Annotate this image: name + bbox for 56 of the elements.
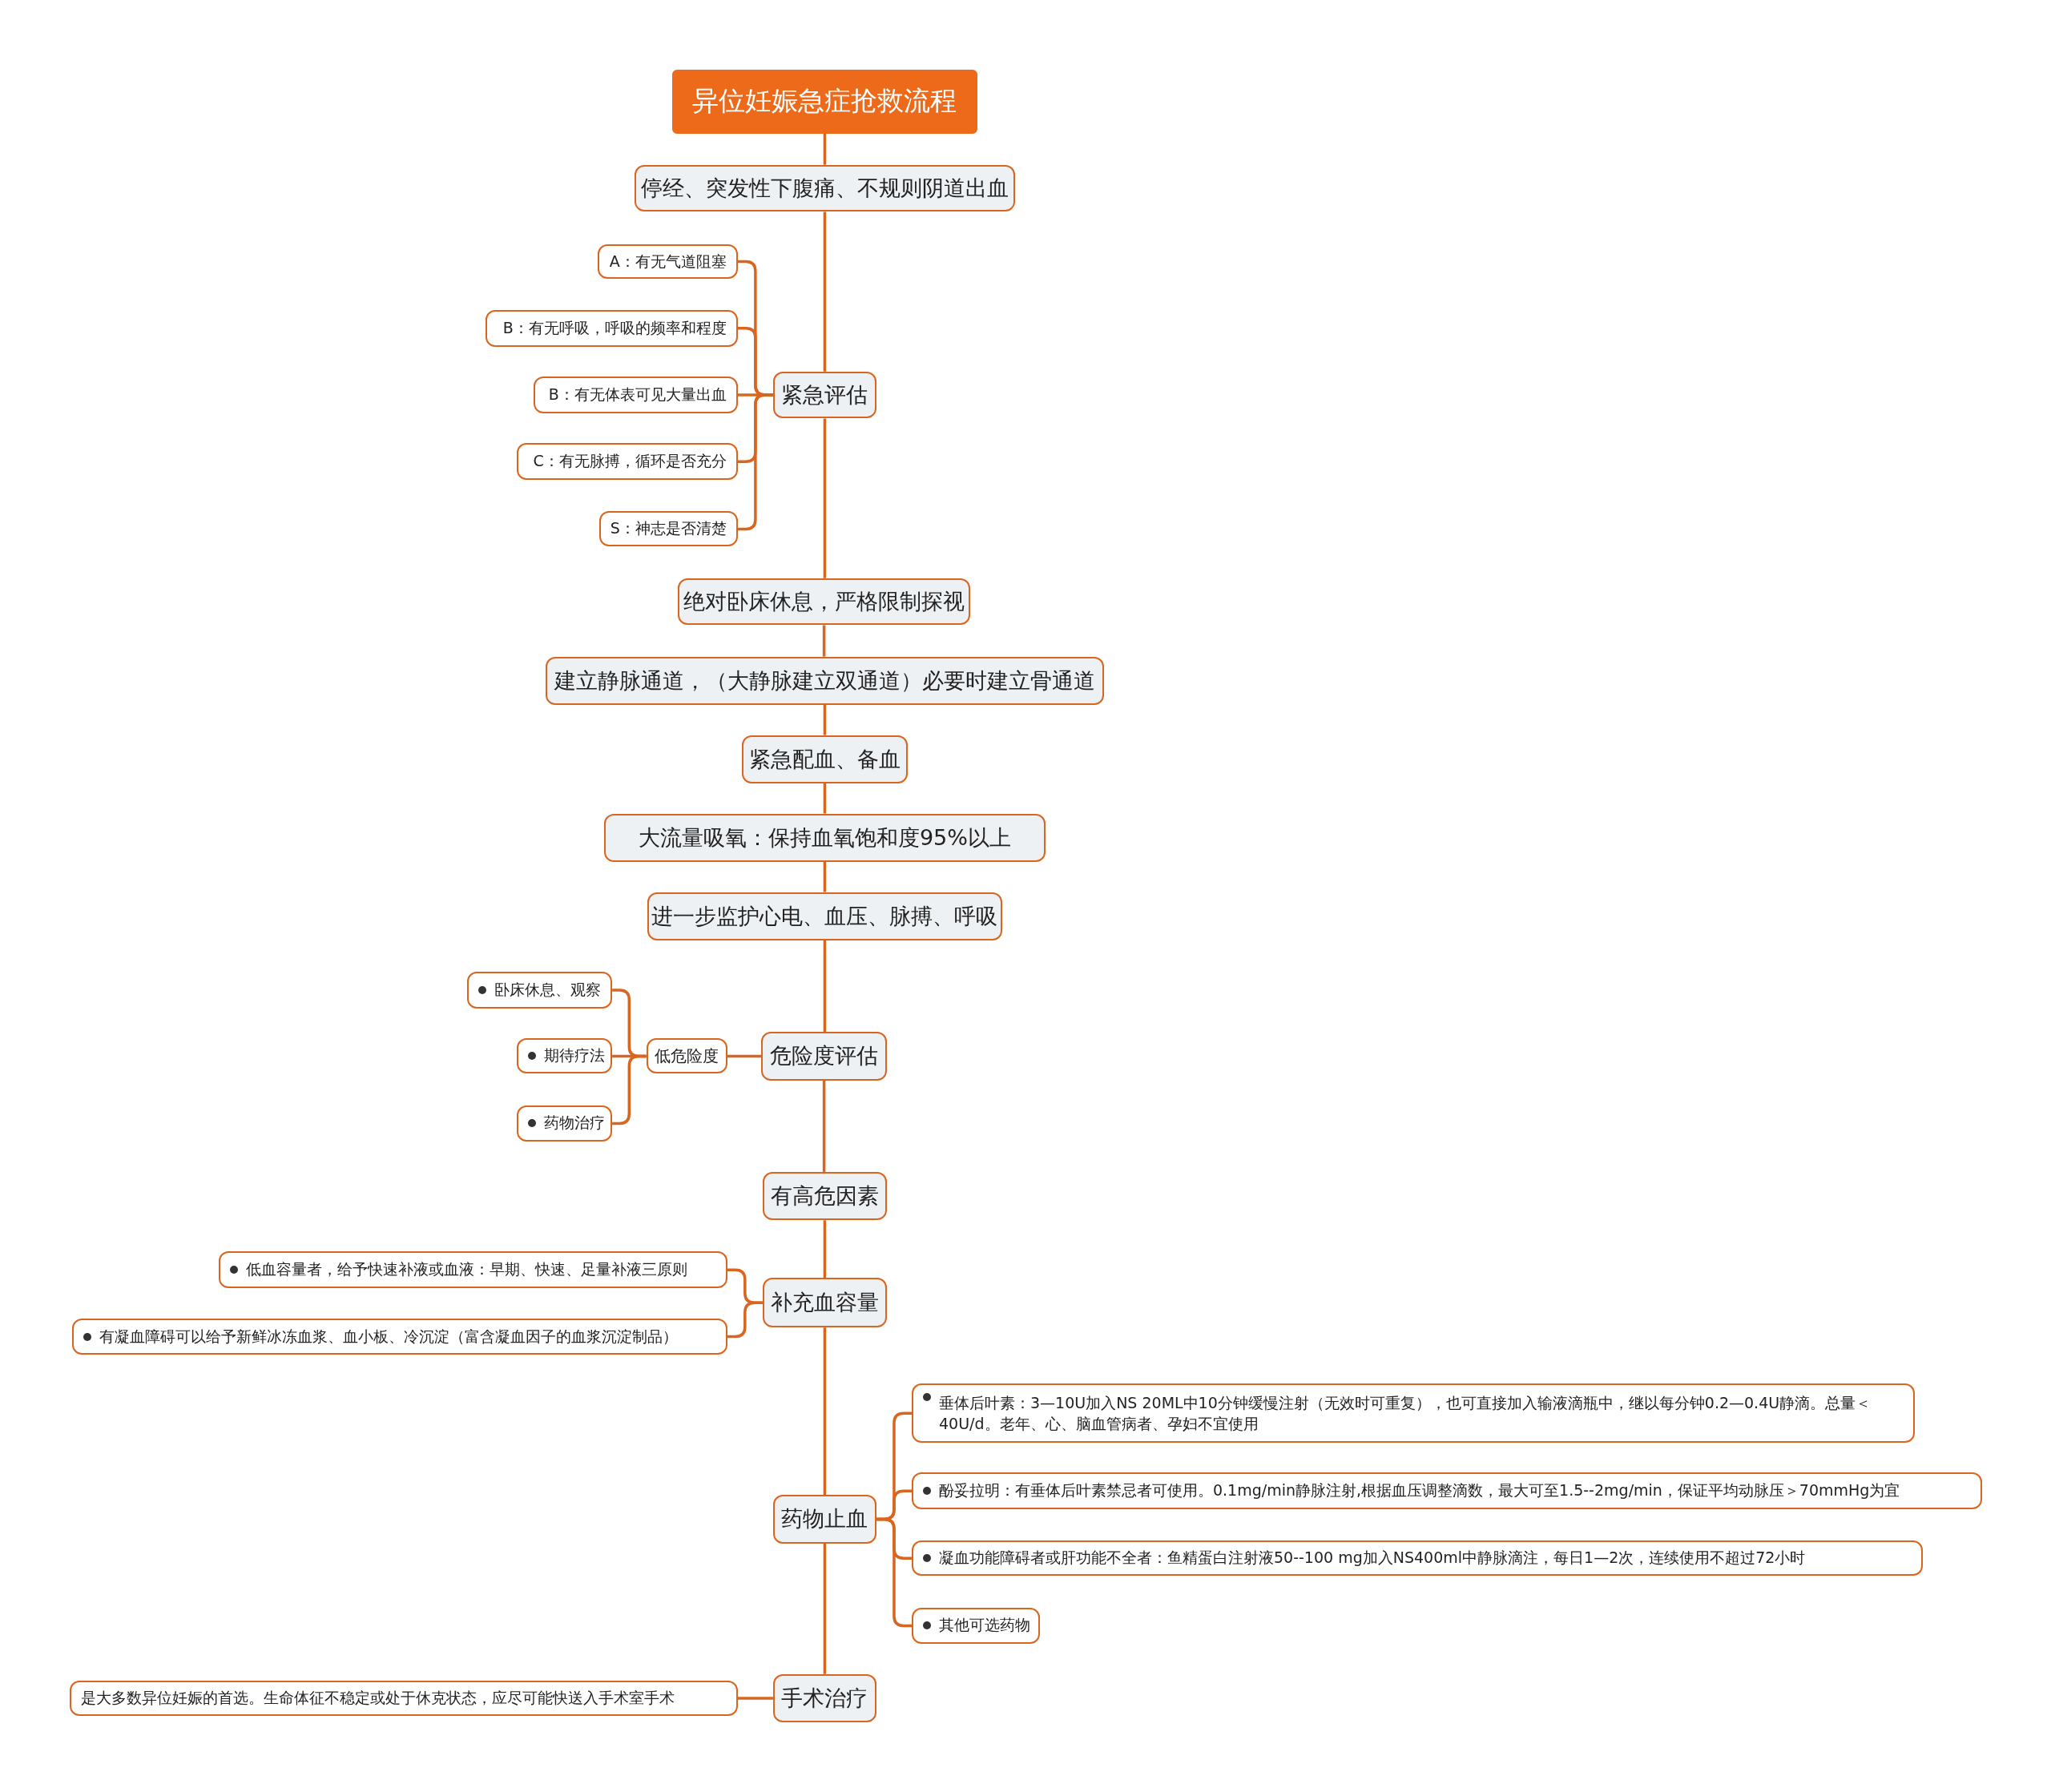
connector-line	[737, 393, 773, 531]
item-text: 低血容量者，给予快速补液或血液：早期、快速、足量补液三原则	[245, 1259, 687, 1280]
subtopic-box: A：有无气道阻塞	[598, 244, 738, 279]
bullet-item-box	[912, 1383, 1916, 1443]
subtopic-box: 低危险度	[646, 1038, 727, 1074]
subtopic-box: 是大多数异位妊娠的首选。生命体征不稳定或处于休克状态，应尽可能快送入手术室手术	[69, 1681, 738, 1717]
topic-box: 危险度评估	[761, 1032, 887, 1081]
bullet-item-box	[912, 1607, 1040, 1645]
connector-line	[823, 211, 827, 372]
topic-box: 建立静脉通道，（大静脉建立双通道）必要时建立骨通道	[545, 656, 1104, 705]
topic-box: 停经、突发性下腹痛、不规则阴道出血	[634, 164, 1015, 212]
item-text: 酚妥拉明：有垂体后叶素禁忌者可使用。0.1mg/min静脉注射,根据血压调整滴数，最大可至1.5--2mg/min，保证平均动脉压＞70mmHg为宜	[939, 1480, 1900, 1501]
item-text: 期待疗法	[543, 1045, 605, 1066]
item-text: 药物治疗	[543, 1113, 605, 1134]
subtopic-box: B：有无体表可见大量出血	[534, 377, 738, 413]
connector-line	[822, 1080, 826, 1172]
connector-line	[822, 625, 826, 657]
topic-box: 补充血容量	[762, 1278, 887, 1328]
topic-box: 手术治疗	[772, 1673, 876, 1723]
topic-box: 进一步监护心电、血压、脉搏、呼吸	[647, 892, 1002, 940]
connector-line	[823, 705, 827, 735]
connector-line	[823, 940, 827, 1033]
bullet-item-box	[466, 972, 613, 1009]
title-box: 异位妊娠急症抢救流程	[672, 69, 977, 134]
bullet-item-box	[71, 1318, 727, 1355]
connector-line	[612, 1054, 647, 1126]
item-text: 卧床休息、观察	[494, 979, 601, 1000]
topic-box: 紧急配血、备血	[741, 735, 909, 783]
bullet-item-box	[516, 1038, 613, 1074]
connector-line	[876, 1517, 912, 1628]
topic-box: 绝对卧床休息，严格限制探视	[677, 578, 971, 626]
subtopic-box: C：有无脉搏，循环是否充分	[516, 443, 738, 481]
bullet-item-box	[516, 1105, 613, 1142]
subtopic-box: B：有无呼吸，呼吸的频率和程度	[485, 309, 738, 347]
connector-line	[737, 1697, 773, 1700]
topic-box: 紧急评估	[772, 371, 876, 419]
subtopic-box: S：神志是否清楚	[598, 511, 738, 547]
item-text: 凝血功能障碍者或肝功能不全者：鱼精蛋白注射液50--100 mg加入NS400ml中静脉滴注，每日1—2次，连续使用不超过72小时	[939, 1548, 1806, 1569]
connector-line	[823, 861, 827, 892]
connector-line	[823, 133, 827, 165]
connector-line	[823, 783, 827, 814]
item-text: 其他可选药物	[939, 1615, 1030, 1636]
connector-line	[727, 1054, 762, 1058]
topic-box: 大流量吸氧：保持血氧饱和度95%以上	[604, 813, 1046, 862]
bullet-item-box	[912, 1472, 1982, 1510]
connector-line	[823, 1327, 827, 1496]
bullet-item-box	[912, 1540, 1924, 1577]
connector-line	[823, 1220, 827, 1279]
topic-box: 有高危因素	[762, 1171, 887, 1221]
bullet-item-box	[218, 1251, 727, 1289]
connector-line	[727, 1301, 763, 1339]
item-text: 有凝血障碍可以给予新鲜冰冻血浆、血小板、冷沉淀（富含凝血因子的血浆沉淀制品）	[99, 1326, 678, 1347]
topic-box: 药物止血	[772, 1495, 876, 1544]
connector-line	[823, 1543, 827, 1674]
connector-line	[823, 418, 827, 578]
item-text: 垂体后叶素：3—10U加入NS 20ML中10分钟缓慢注射（无效时可重复），也可直接加入输液滴瓶中，继以每分钟0.2—0.4U静滴。总量＜40U/d。老年、心、脑血管病者、孕妇不宜使用	[939, 1393, 1872, 1435]
